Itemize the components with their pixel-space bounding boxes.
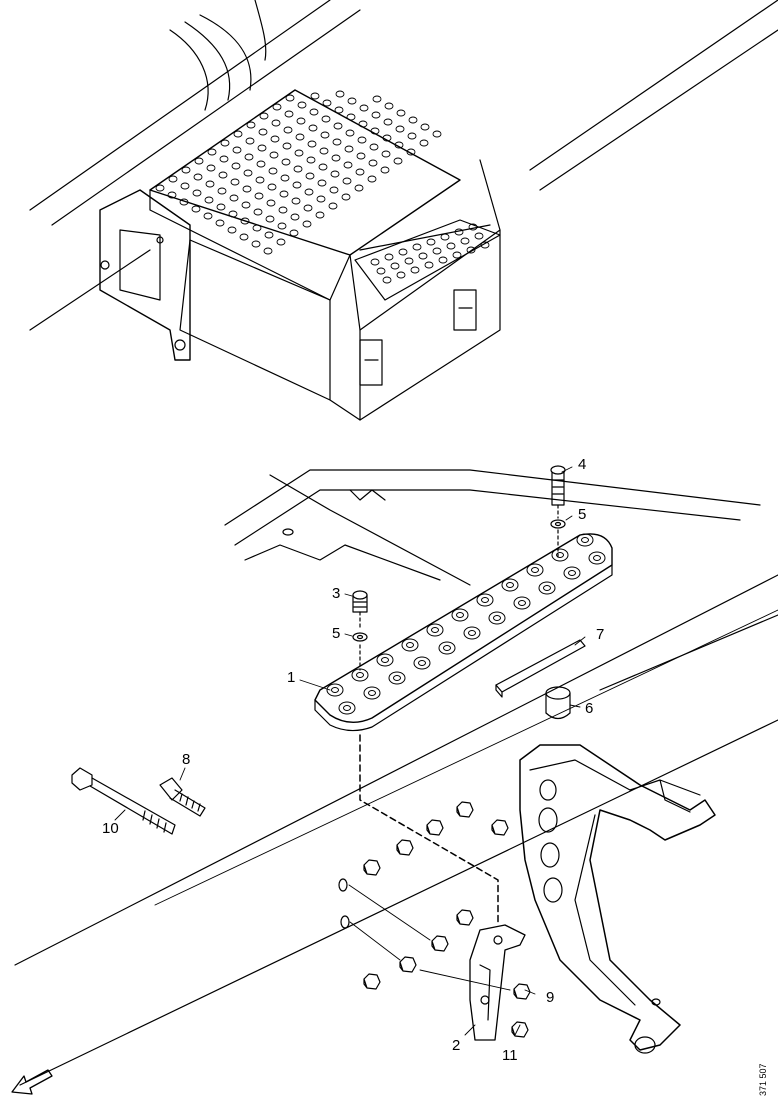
washer-part-5-right — [550, 519, 566, 529]
step-plate — [314, 533, 613, 723]
callout-8: 8 — [182, 751, 191, 768]
nut — [491, 819, 509, 836]
nut — [511, 1021, 529, 1038]
callout-7: 7 — [596, 626, 605, 643]
callout-11: 11 — [502, 1047, 518, 1064]
direction-arrow-icon — [11, 1069, 53, 1095]
callout-4: 4 — [578, 456, 587, 473]
callout-2: 2 — [452, 1037, 461, 1054]
callout-9: 9 — [546, 989, 555, 1006]
nut — [399, 956, 417, 973]
loose-nuts — [363, 801, 531, 1038]
small-bracket-part-2 — [469, 924, 526, 1041]
assembled-step-view — [29, 0, 778, 421]
step-plate-holes — [326, 533, 606, 715]
support-bracket — [519, 744, 716, 1054]
nut — [363, 859, 381, 876]
bushing-part-6 — [545, 686, 571, 720]
tread-hole-pattern — [155, 90, 490, 284]
exploded-parts-view — [14, 465, 778, 1086]
callout-1: 1 — [287, 669, 296, 686]
bolt-part-3 — [352, 590, 368, 613]
callout-6: 6 — [585, 700, 594, 717]
callout-10: 10 — [102, 820, 119, 837]
rubber-strip — [495, 639, 586, 693]
callout-3: 3 — [332, 585, 341, 602]
nut — [363, 973, 381, 990]
bolt-part-8 — [159, 777, 206, 817]
callout-5-right: 5 — [578, 506, 587, 523]
nut — [396, 839, 414, 856]
leader-lines — [114, 466, 586, 1036]
nut — [456, 801, 474, 818]
nut — [431, 935, 449, 952]
washer-part-5-left — [352, 632, 368, 642]
nut — [456, 909, 474, 926]
nut — [426, 819, 444, 836]
drawing-reference-number: 371 507 — [758, 1063, 768, 1096]
callout-5-left: 5 — [332, 625, 341, 642]
bolt-part-10 — [71, 767, 176, 835]
